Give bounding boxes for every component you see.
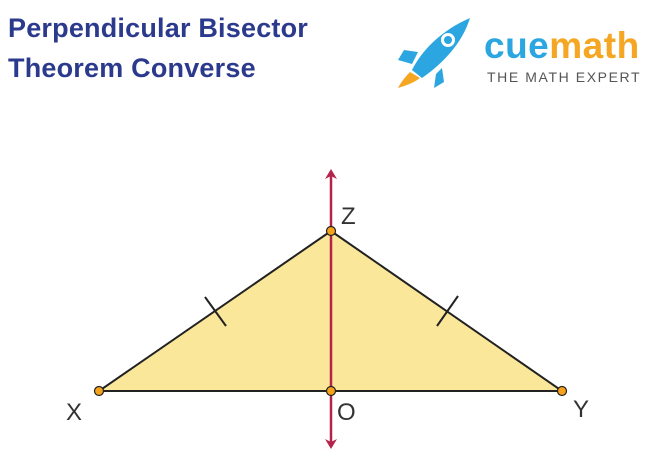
tick-mark-yz	[436, 295, 459, 327]
label-o: O	[337, 399, 356, 426]
point-x	[93, 385, 105, 397]
brand-name: cuemath	[484, 26, 640, 66]
point-o	[325, 385, 337, 397]
label-y: Y	[573, 396, 589, 423]
cuemath-logo: cuemath THE MATH EXPERT	[396, 12, 652, 92]
page-title-line-1: Perpendicular Bisector	[8, 13, 309, 43]
page-title: Perpendicular Bisector Theorem Converse	[8, 8, 308, 88]
tick-mark-xz	[204, 296, 227, 327]
brand-name-cue: cue	[484, 25, 550, 66]
page-title-line-2: Theorem Converse	[8, 53, 256, 83]
point-y	[556, 385, 568, 397]
label-z: Z	[341, 203, 356, 230]
label-x: X	[66, 399, 82, 426]
brand-name-math: math	[549, 25, 640, 66]
point-z	[325, 225, 337, 237]
brand-tagline: THE MATH EXPERT	[487, 69, 642, 85]
rocket-icon	[398, 18, 470, 88]
